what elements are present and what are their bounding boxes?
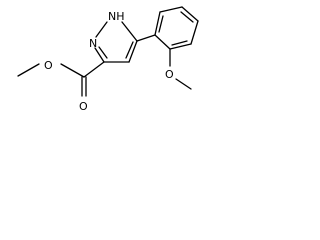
molecule-drawing: NH N O O O <box>17 6 199 113</box>
atom-label-nh: NH <box>108 10 125 23</box>
bond-carbonyl-o-single <box>60 63 85 78</box>
bond-methoxy-o-methyl <box>175 78 192 90</box>
bond-ar6-ar1 <box>154 11 161 36</box>
chemical-structure-canvas: NH N O O O <box>0 0 204 130</box>
bond-ar-inner-a <box>171 40 188 46</box>
atom-label-methoxy-o: O <box>165 68 174 81</box>
atom-label-ester-o-single: O <box>44 59 53 72</box>
atom-label-n: N <box>89 37 97 50</box>
bond-c4-c5 <box>128 40 138 63</box>
bond-n1-n2 <box>95 21 108 38</box>
bond-ar1-ar2 <box>154 34 171 50</box>
bond-n2-c3 <box>94 47 105 63</box>
bond-c4-c5-inner <box>125 41 134 59</box>
bond-ar-inner-c <box>158 15 164 33</box>
bond-c3-carbonyl <box>83 61 105 78</box>
bond-c5-n1 <box>121 21 138 42</box>
bond-ar2-ar3 <box>169 43 192 50</box>
bond-ar-inner-b <box>180 11 194 23</box>
bond-c5-aryl <box>136 34 156 42</box>
bond-n2-c3-inner <box>98 46 108 59</box>
atom-label-ester-o-double: O <box>79 100 88 113</box>
bond-o-methyl <box>17 63 40 77</box>
bond-ar4-ar5 <box>181 6 199 22</box>
bond-ar3-ar4 <box>190 20 199 45</box>
bond-ar5-ar6 <box>159 6 183 13</box>
